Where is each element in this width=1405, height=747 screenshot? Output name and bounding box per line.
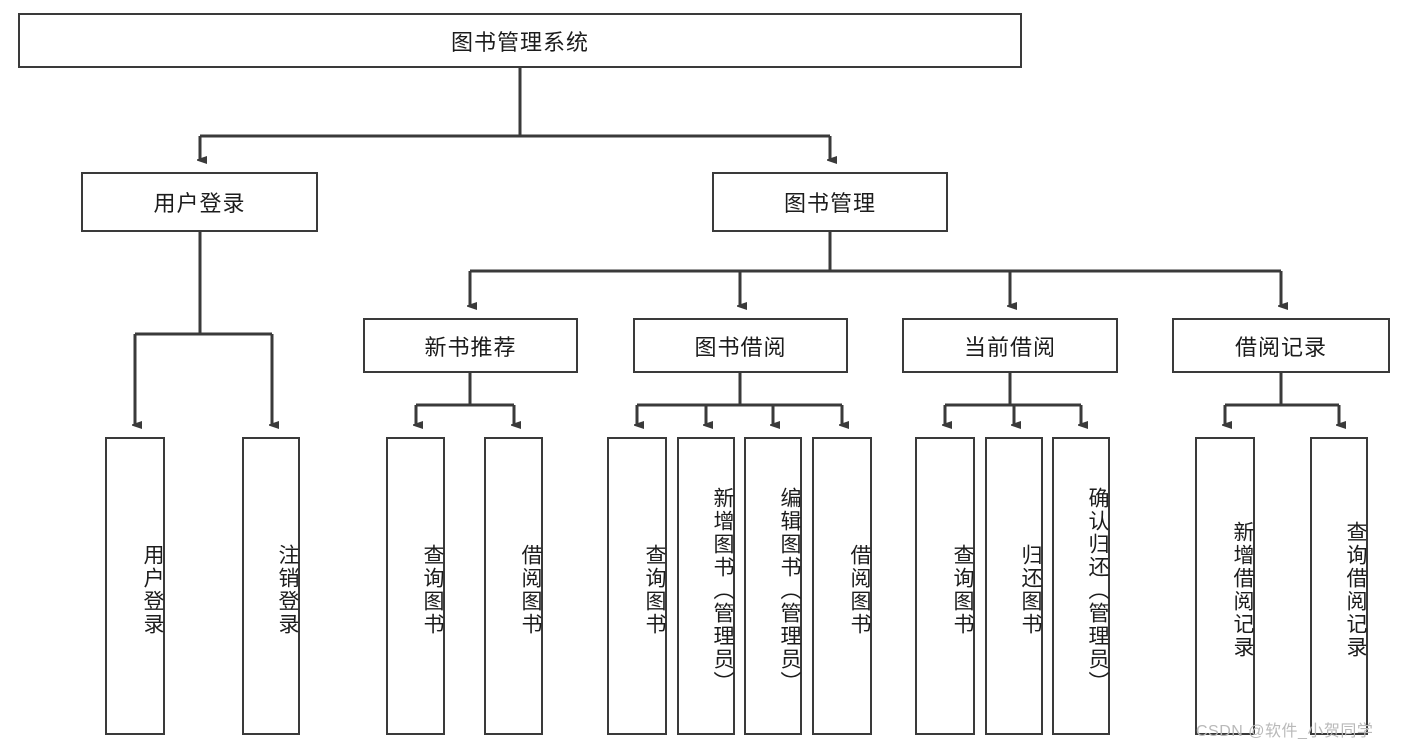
- csdn-watermark: CSDN @软件_小贺同学: [1196, 723, 1374, 740]
- node-label: 查询图书: [421, 544, 444, 636]
- node-label: 新增借阅记录: [1231, 521, 1254, 659]
- node-label: 编辑图书（管理员）: [778, 486, 801, 694]
- node-leaf-return-book[interactable]: 归还图书: [985, 437, 1043, 735]
- node-label: 新书推荐: [424, 334, 517, 360]
- node-leaf-logout-login[interactable]: 注销登录: [242, 437, 300, 735]
- node-leaf-user-login[interactable]: 用户登录: [105, 437, 165, 735]
- node-label: 图书管理系统: [450, 29, 589, 55]
- node-borrow-record[interactable]: 借阅记录: [1172, 318, 1390, 373]
- node-label: 查询图书: [643, 544, 666, 636]
- node-label: 图书管理: [783, 191, 876, 216]
- node-label: 用户登录: [153, 191, 246, 216]
- node-user-login[interactable]: 用户登录: [81, 172, 318, 232]
- node-label: 借阅记录: [1234, 334, 1327, 360]
- node-label: 注销登录: [276, 544, 299, 636]
- node-label: 查询图书: [951, 544, 974, 636]
- node-leaf-borrow-book-2[interactable]: 借阅图书: [812, 437, 872, 735]
- node-leaf-confirm-return-admin[interactable]: 确认归还（管理员）: [1052, 437, 1110, 735]
- node-leaf-add-book-admin[interactable]: 新增图书（管理员）: [677, 437, 735, 735]
- node-leaf-query-borrow-record[interactable]: 查询借阅记录: [1310, 437, 1368, 735]
- node-new-book-recommend[interactable]: 新书推荐: [363, 318, 578, 373]
- node-label: 确认归还（管理员）: [1086, 486, 1109, 694]
- node-title-system[interactable]: 图书管理系统: [18, 13, 1022, 68]
- node-label: 归还图书: [1019, 544, 1042, 636]
- node-label: 借阅图书: [848, 544, 871, 636]
- node-label: 新增图书（管理员）: [711, 486, 734, 694]
- node-leaf-edit-book-admin[interactable]: 编辑图书（管理员）: [744, 437, 802, 735]
- node-book-borrow[interactable]: 图书借阅: [633, 318, 848, 373]
- node-label: 图书借阅: [694, 334, 787, 360]
- node-leaf-add-borrow-record[interactable]: 新增借阅记录: [1195, 437, 1255, 735]
- node-leaf-query-book-1[interactable]: 查询图书: [386, 437, 445, 735]
- node-current-borrow[interactable]: 当前借阅: [902, 318, 1118, 373]
- node-book-management[interactable]: 图书管理: [712, 172, 948, 232]
- node-leaf-borrow-book-1[interactable]: 借阅图书: [484, 437, 543, 735]
- node-leaf-query-book-2[interactable]: 查询图书: [607, 437, 667, 735]
- node-label: 当前借阅: [963, 334, 1056, 360]
- node-label: 借阅图书: [519, 544, 542, 636]
- node-label: 用户登录: [141, 544, 164, 636]
- node-label: 查询借阅记录: [1344, 521, 1367, 659]
- node-leaf-query-book-3[interactable]: 查询图书: [915, 437, 975, 735]
